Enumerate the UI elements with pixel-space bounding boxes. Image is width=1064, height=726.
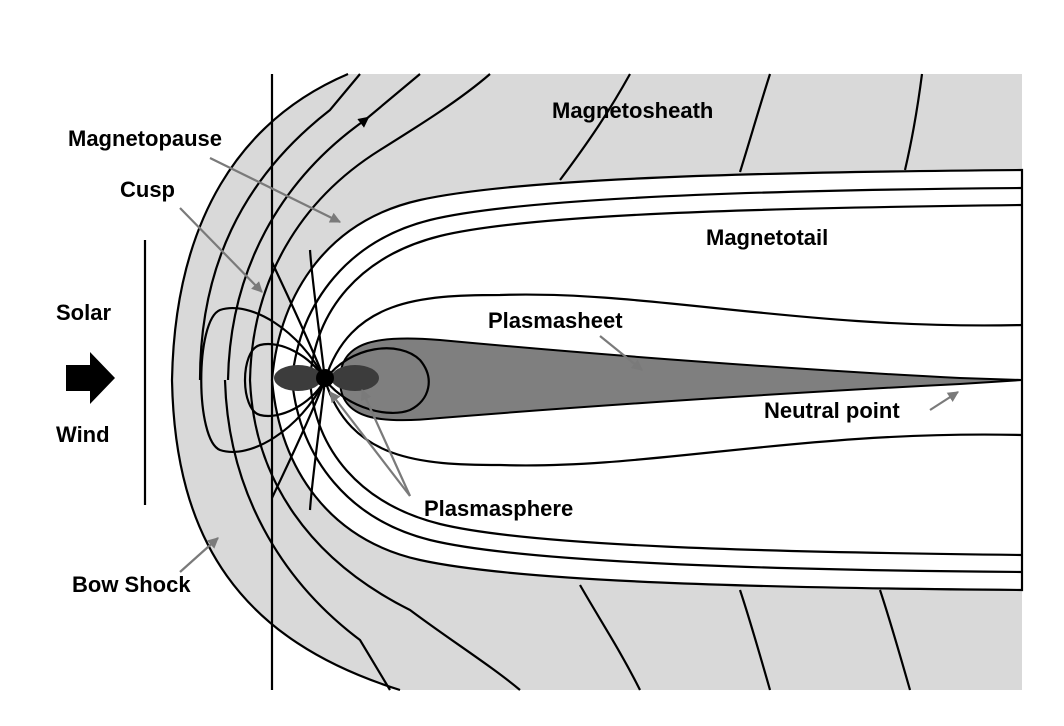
dipole-loop-night (323, 293, 1023, 381)
label-wind: Wind (56, 422, 110, 447)
sheath-line (198, 73, 361, 381)
pointer-magnetopause (209, 157, 341, 223)
pointer-bow-shock (179, 537, 219, 573)
plasmasheet-region (338, 337, 1023, 422)
bow-shock-line (170, 72, 401, 692)
label-cusp: Cusp (120, 177, 175, 202)
sheath-line (223, 379, 391, 691)
label-bow-shock: Bow Shock (72, 572, 191, 597)
sheath-line (248, 73, 491, 381)
label-magnetosheath: Magnetosheath (552, 98, 713, 123)
label-magnetotail: Magnetotail (706, 225, 828, 250)
dipole-loop-night (324, 347, 430, 414)
solar-wind-arrow (66, 352, 115, 404)
sheath-line (226, 73, 421, 381)
plasmasphere-right (331, 365, 379, 391)
label-neutral-point: Neutral point (764, 398, 900, 423)
tail-boundary-lower-2 (308, 379, 1023, 557)
sheath-line (738, 589, 772, 691)
tail-boundary-upper-2 (308, 203, 1023, 381)
label-solar: Solar (56, 300, 111, 325)
cusp-line (308, 249, 327, 381)
label-magnetopause: Magnetopause (68, 126, 222, 151)
cusp-line (308, 379, 327, 511)
pointer-cusp (179, 207, 263, 293)
pointer-plasmasphere-a (329, 391, 411, 497)
pointer-neutral-point (929, 391, 959, 411)
plasmasphere-left (274, 365, 322, 391)
cusp-line (271, 379, 327, 499)
dipole-loop-night (323, 379, 1023, 467)
dipole-loop (244, 342, 326, 418)
label-plasmasheet: Plasmasheet (488, 308, 623, 333)
pointer-plasmasphere-b (360, 388, 412, 497)
dipole-loop (200, 307, 326, 453)
sheath-line (559, 73, 631, 181)
tail-boundary-lower (290, 379, 1023, 574)
sheath-line (878, 589, 912, 691)
label-plasmasphere: Plasmasphere (424, 496, 573, 521)
sheath-line (738, 73, 772, 173)
sheath-line (903, 73, 924, 171)
tail-boundary-upper (290, 186, 1023, 381)
sheath-line (248, 379, 521, 691)
earth (316, 369, 334, 387)
pointer-plasmasheet (599, 335, 643, 371)
sheath-line (579, 584, 641, 691)
cusp-line (270, 261, 327, 381)
